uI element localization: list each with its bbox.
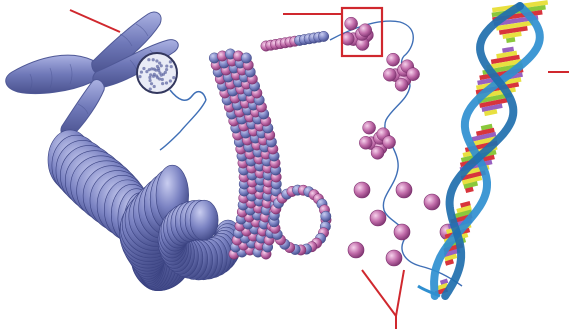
- linker-dna: [160, 100, 206, 150]
- nucleosome-icon: [359, 136, 372, 149]
- magnifier-circle-icon: [137, 53, 206, 100]
- nucleosome-icon: [407, 68, 420, 81]
- nucleosome-icon: [371, 146, 384, 159]
- nucleosome-icon: [359, 24, 372, 37]
- nucleosome-icon: [354, 182, 370, 198]
- nucleosome-icon: [386, 250, 402, 266]
- nucleosome-icon: [370, 210, 386, 226]
- label-line-nucleosome: [396, 270, 404, 316]
- nucleosome-icon: [396, 182, 412, 198]
- nucleosome-icon: [424, 194, 440, 210]
- nucleosome-icon: [383, 68, 396, 81]
- coiled-chromatin-fiber: [48, 130, 242, 291]
- nucleosome-cluster-icon: [359, 121, 395, 159]
- nucleosome-icon: [341, 32, 354, 45]
- nucleosome-icon: [395, 78, 408, 91]
- nucleosome-icon: [383, 136, 396, 149]
- dna-double-helix-icon: [418, 0, 548, 296]
- nucleosome-cluster-icon: [341, 17, 373, 50]
- label-line-nucleosome: [362, 270, 396, 316]
- nucleosome-cluster-icon: [383, 53, 419, 91]
- nucleosome-icon: [387, 53, 400, 66]
- nucleosome-bead: [241, 53, 251, 63]
- nucleosome-icon: [363, 121, 376, 134]
- nucleosome-icon: [394, 224, 410, 240]
- nucleosome-icon: [345, 17, 358, 30]
- label-line-chromosome: [70, 10, 120, 32]
- chromosome-arm: [6, 55, 101, 93]
- nucleosome-bead: [321, 211, 331, 221]
- nucleosome-bead: [318, 31, 328, 41]
- fiber-ring: [190, 200, 218, 240]
- nucleosome-icon: [348, 242, 364, 258]
